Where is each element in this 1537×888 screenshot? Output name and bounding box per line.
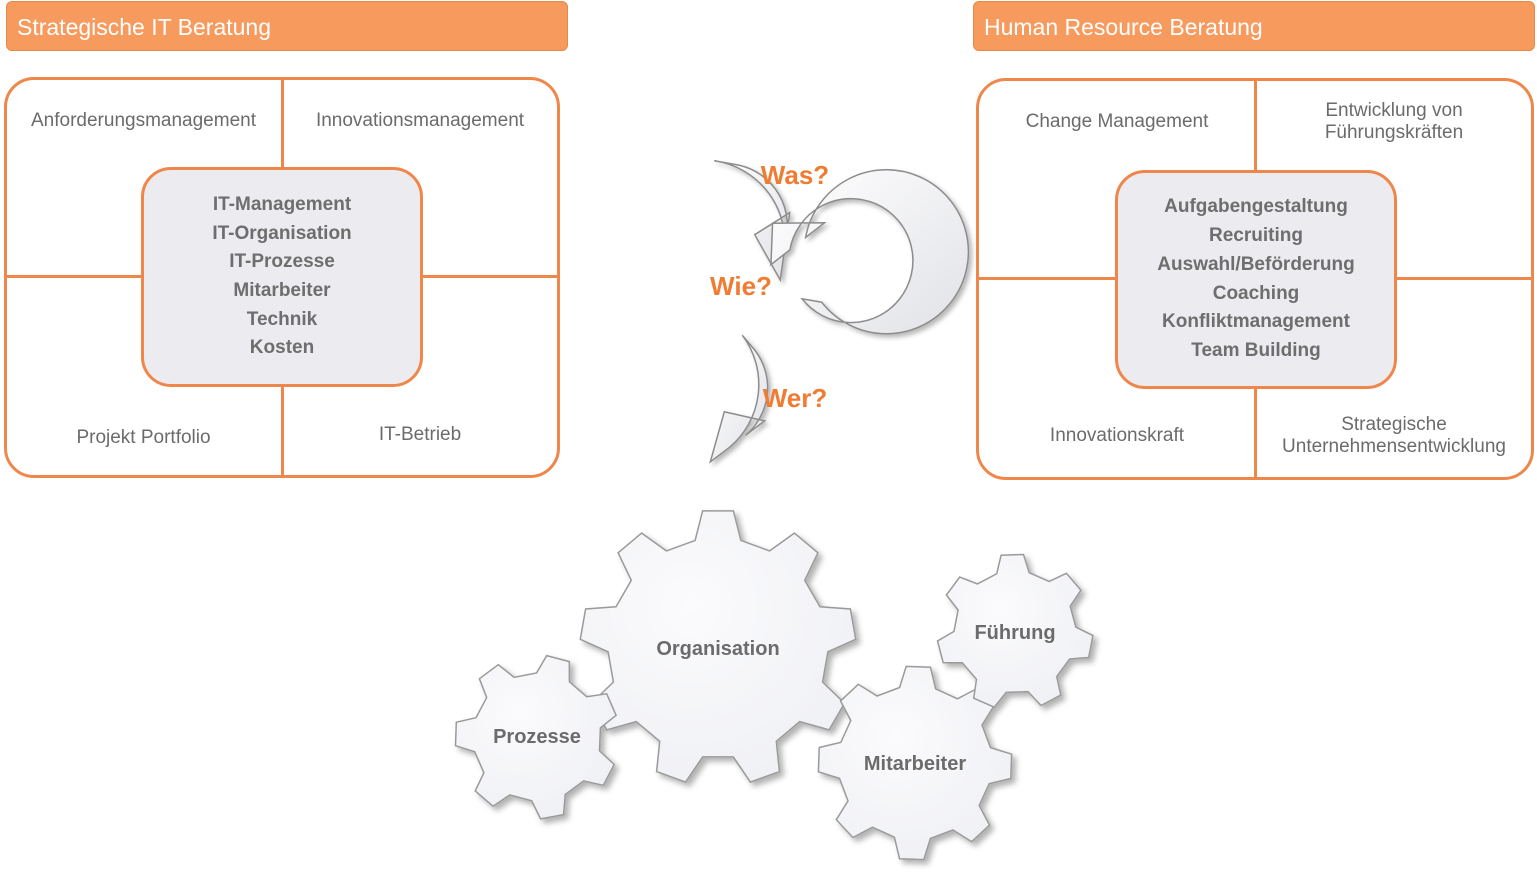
gear-fuehrung xyxy=(936,553,1094,709)
right-panel-title: Human Resource Beratung xyxy=(973,1,1535,51)
right-center-box: Aufgabengestaltung Recruiting Auswahl/Be… xyxy=(1115,170,1397,389)
right-center-item: Aufgabengestaltung xyxy=(1164,196,1348,218)
left-panel-title: Strategische IT Beratung xyxy=(6,1,568,51)
right-center-item: Coaching xyxy=(1212,282,1300,304)
left-center-item: IT-Prozesse xyxy=(229,251,335,273)
gear-organisation xyxy=(579,510,857,784)
left-quadrant-bottom-right: IT-Betrieb xyxy=(378,424,462,445)
gear-label-mitarbeiter: Mitarbeiter xyxy=(864,753,966,775)
left-quadrant-top-right: Innovationsmanagement xyxy=(315,110,525,131)
gear-prozesse xyxy=(454,654,618,820)
left-center-box: IT-Management IT-Organisation IT-Prozess… xyxy=(141,167,423,387)
right-center-item: Konfliktmanagement xyxy=(1162,311,1350,333)
right-center-item: Recruiting xyxy=(1209,225,1303,247)
cycle-label-wie: Wie? xyxy=(710,271,772,301)
left-quadrant-top-left: Anforderungsmanagement xyxy=(31,110,256,131)
left-center-item: Kosten xyxy=(249,337,315,359)
right-quadrant-top-right: Entwicklung von Führungskräften xyxy=(1324,100,1464,143)
left-quadrant-bottom-left: Projekt Portfolio xyxy=(76,427,211,448)
left-center-item: Technik xyxy=(246,308,318,330)
right-quadrant-bottom-right: Strategische Unternehmensentwicklung xyxy=(1282,414,1506,457)
right-quadrant-top-left: Change Management xyxy=(1025,111,1209,132)
cycle-arrow-wie xyxy=(770,169,970,335)
left-center-item: Mitarbeiter xyxy=(233,280,331,301)
left-center-item: IT-Management xyxy=(212,193,352,215)
right-quadrant-bottom-left: Innovationskraft xyxy=(1049,425,1185,446)
cycle-arrow-wer xyxy=(709,334,769,464)
right-center-item: Auswahl/Beförderung xyxy=(1157,253,1355,275)
cycle-label-was: Was? xyxy=(761,160,829,190)
left-center-item: IT-Organisation xyxy=(212,222,352,244)
cycle-label-wer: Wer? xyxy=(763,383,828,413)
gear-label-organisation: Organisation xyxy=(656,638,779,660)
gear-label-fuehrung: Führung xyxy=(974,622,1055,644)
right-center-item: Team Building xyxy=(1191,339,1321,361)
gear-label-prozesse: Prozesse xyxy=(493,726,581,748)
